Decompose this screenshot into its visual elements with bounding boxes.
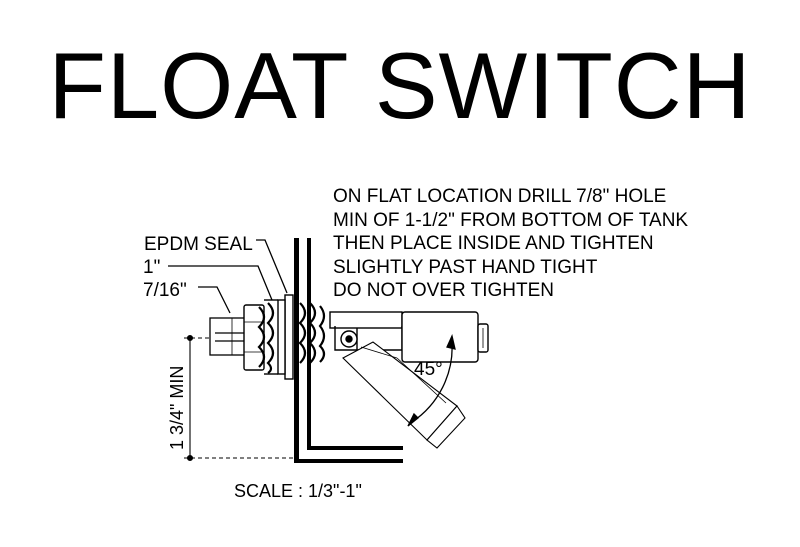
installation-notes: ON FLAT LOCATION DRILL 7/8" HOLE MIN OF … [333, 185, 793, 303]
thread-coils [257, 302, 326, 374]
tank-wall [294, 238, 403, 463]
note-line: MIN OF 1-1/2" FROM BOTTOM OF TANK [333, 209, 689, 231]
note-line: SLIGHTLY PAST HAND TIGHT [333, 256, 598, 278]
drawing-title: FLOAT SWITCH [48, 33, 752, 138]
dimension-line [184, 334, 296, 462]
leader-nut-size [198, 286, 231, 314]
float-up-position [401, 311, 489, 363]
epdm-seal [264, 294, 294, 380]
leader-epdm-seal [256, 239, 288, 294]
note-line: THEN PLACE INSIDE AND TIGHTEN [333, 233, 654, 254]
label-epdm-seal: EPDM SEAL [144, 234, 253, 255]
scale-note: SCALE : 1/3"-1" [234, 481, 362, 501]
hex-nut [243, 304, 265, 371]
label-nut-size: 7/16" [143, 280, 187, 301]
dimension-label: 1 3/4" MIN [167, 366, 187, 450]
leader-lines [168, 239, 288, 314]
angle-label: 45° [414, 359, 443, 380]
label-thread-size: 1" [143, 257, 161, 278]
note-line: DO NOT OVER TIGHTEN [333, 280, 554, 301]
angle-indicator [407, 333, 456, 427]
note-line: ON FLAT LOCATION DRILL 7/8" HOLE [333, 186, 667, 207]
leader-thread-size [168, 265, 273, 301]
float-arm [329, 311, 403, 351]
